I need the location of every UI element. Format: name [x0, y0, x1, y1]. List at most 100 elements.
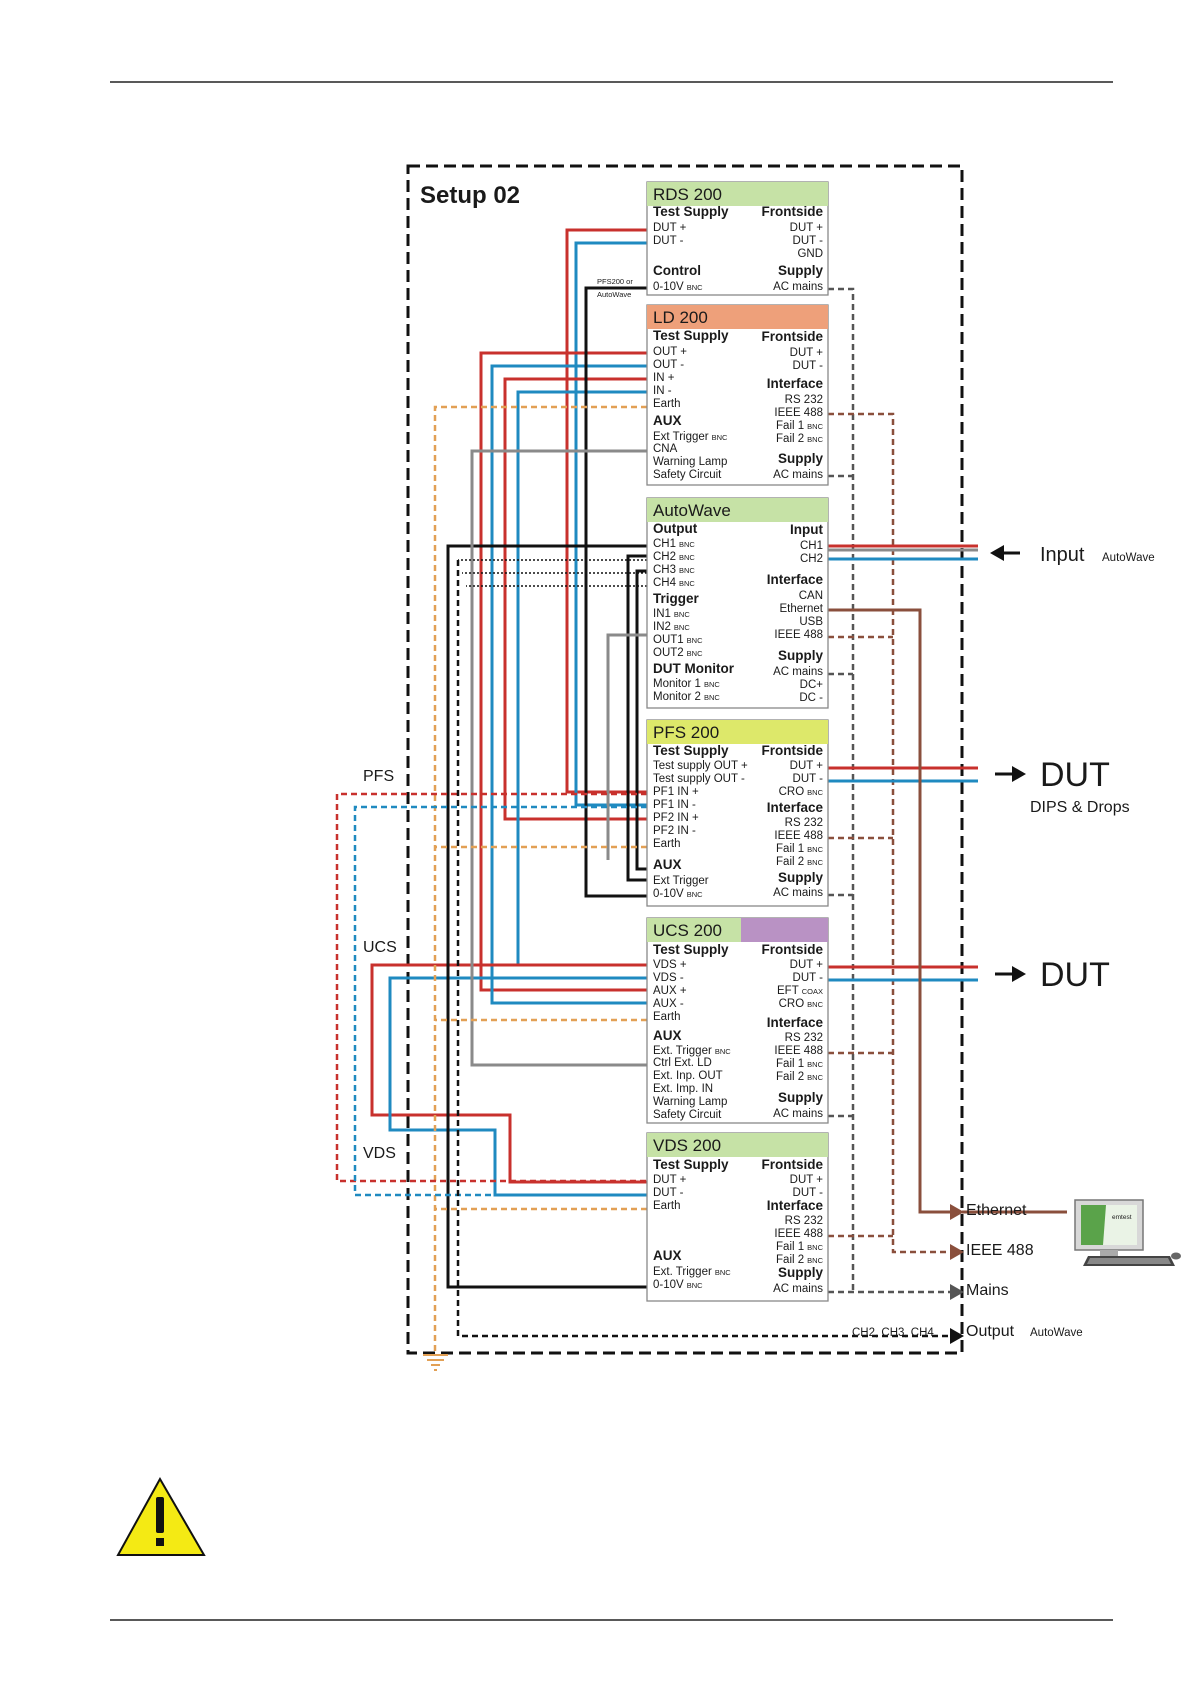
mains-arrow-icon — [950, 1284, 964, 1300]
port-connector-type: BNC — [687, 890, 703, 899]
port-label: PF2 IN - — [653, 825, 696, 837]
wire-dashed-dashgray — [828, 287, 855, 1292]
port-label: Ext Trigger — [653, 875, 709, 887]
dut-label-2: DUT — [1040, 956, 1110, 994]
port-connector-type: BNC — [704, 680, 720, 689]
output-label: Output — [966, 1323, 1015, 1340]
port-label: Supply — [778, 451, 823, 466]
port-label: Frontside — [761, 743, 823, 758]
small-label: AutoWave — [597, 290, 631, 299]
port-label: Earth — [653, 838, 681, 850]
ethernet-arrow-icon — [950, 1204, 964, 1220]
dut-sub-label: DIPS & Drops — [1030, 799, 1130, 816]
port-label: Input — [790, 522, 823, 537]
port-label: VDS + — [653, 959, 687, 971]
port-connector-type: BNC — [704, 693, 720, 702]
port-label: VDS - — [653, 972, 684, 984]
port-label: Warning Lamp — [653, 1096, 727, 1108]
port-connector-type: BNC — [687, 636, 703, 645]
module-header — [647, 720, 828, 744]
port-label: PF2 IN + — [653, 812, 699, 824]
port-label: CNA — [653, 443, 678, 455]
port-label: USB — [799, 616, 823, 628]
port-connector-type: BNC — [687, 283, 703, 292]
module-header-accent — [741, 918, 828, 942]
port-label: DC - — [799, 692, 823, 704]
port-label: DUT + — [790, 959, 824, 971]
port-connector-type: BNC — [674, 610, 690, 619]
port-label: DUT - — [653, 1187, 684, 1199]
port-label: OUT - — [653, 359, 684, 371]
module-box — [646, 1132, 829, 1302]
module-title: VDS 200 — [653, 1136, 721, 1155]
wire-blue — [490, 364, 647, 1005]
port-label: Test Supply — [653, 743, 729, 758]
port-label: IEEE 488 — [774, 407, 823, 419]
wire-black — [626, 554, 647, 882]
port-label: Supply — [778, 870, 823, 885]
input-label: Input — [1040, 544, 1085, 566]
port-label: AUX — [653, 1248, 682, 1263]
port-label: DUT + — [653, 222, 687, 234]
port-label: CAN — [799, 590, 823, 602]
port-label: DUT - — [793, 773, 824, 785]
port-label: DUT Monitor — [653, 661, 735, 676]
port-connector-type: BNC — [807, 858, 823, 867]
port-connector-type: BNC — [674, 623, 690, 632]
port-label: RS 232 — [785, 1215, 823, 1227]
port-label: AUX — [653, 413, 682, 428]
port-label: AC mains — [773, 666, 823, 678]
port-label: IEEE 488 — [774, 1228, 823, 1240]
port-label: Control — [653, 263, 701, 278]
port-label: IEEE 488 — [774, 1045, 823, 1057]
port-label: AC mains — [773, 469, 823, 481]
port-label: Trigger — [653, 591, 700, 606]
port-label: Safety Circuit — [653, 469, 722, 481]
port-label: Ethernet — [780, 603, 824, 615]
port-label: Interface — [767, 800, 824, 815]
warning-icon — [116, 1476, 206, 1556]
port-connector-type: BNC — [807, 845, 823, 854]
port-connector-type: BNC — [807, 422, 823, 431]
wire-red — [503, 377, 647, 821]
port-connector-type: BNC — [807, 788, 823, 797]
port-label: Test Supply — [653, 328, 729, 343]
port-connector-type: BNC — [807, 1256, 823, 1265]
port-label: Ext. Imp. IN — [653, 1083, 713, 1095]
port-connector-type: BNC — [807, 1073, 823, 1082]
port-label: DUT - — [653, 235, 684, 247]
port-label: Safety Circuit — [653, 1109, 722, 1121]
module-title: PFS 200 — [653, 723, 719, 742]
port-label: Interface — [767, 376, 824, 391]
port-label: OUT + — [653, 346, 687, 358]
mains-label: Mains — [966, 1282, 1009, 1299]
port-label: AC mains — [773, 281, 823, 293]
port-connector-type: BNC — [679, 579, 695, 588]
port-label: DUT - — [793, 360, 824, 372]
port-connector-type: BNC — [715, 1268, 731, 1277]
dut-label-1: DUT — [1040, 756, 1110, 794]
port-label: Earth — [653, 1200, 681, 1212]
input-arrow-icon — [990, 545, 1020, 561]
